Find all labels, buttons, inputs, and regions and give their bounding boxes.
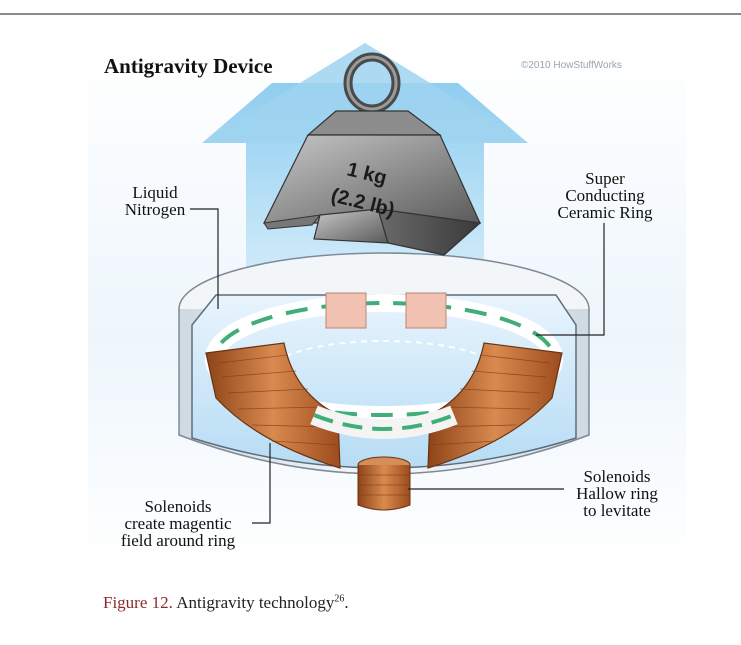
leader-liquid-nitrogen [190,208,219,309]
label-solenoids-field: Solenoids create magentic field around r… [120,497,236,550]
label-superconducting-ring: Super Conducting Ceramic Ring [557,169,653,222]
copyright-notice: ©2010 HowStuffWorks [521,60,622,71]
bottom-solenoid-coil [357,465,411,511]
bottom-solenoid-windings [358,474,410,496]
diagram-title: Antigravity Device [104,54,273,78]
right-solenoid-coil [427,342,563,469]
ring-support-left [325,292,367,329]
label-solenoids-levitate: Solenoids Hallow ring to levitate [576,467,658,520]
antigravity-figure: 1 kg (2.2 lb) Antigravity Device ©2010 H… [88,43,686,573]
figure-number: Figure 12. [103,593,173,612]
left-solenoid-coil [205,342,341,469]
label-liquid-nitrogen: Liquid Nitrogen [124,183,186,219]
weight-1kg-icon [263,52,482,256]
leader-superconducting-ring [536,223,605,336]
ring-current-arrows-front [313,413,455,431]
top-divider-line [0,13,741,15]
antigravity-illustration: 1 kg (2.2 lb) [88,43,686,573]
label-leader-lines [190,208,605,524]
caption-period: . [344,593,349,612]
figure-caption: Figure 12. Antigravity technology26. [103,593,349,613]
leader-solenoids-field [252,443,271,524]
reference-superscript[interactable]: 26 [334,593,345,605]
caption-text: Antigravity technology [172,593,335,612]
arrow-head-icon [202,43,528,143]
ring-support-right [405,292,447,329]
